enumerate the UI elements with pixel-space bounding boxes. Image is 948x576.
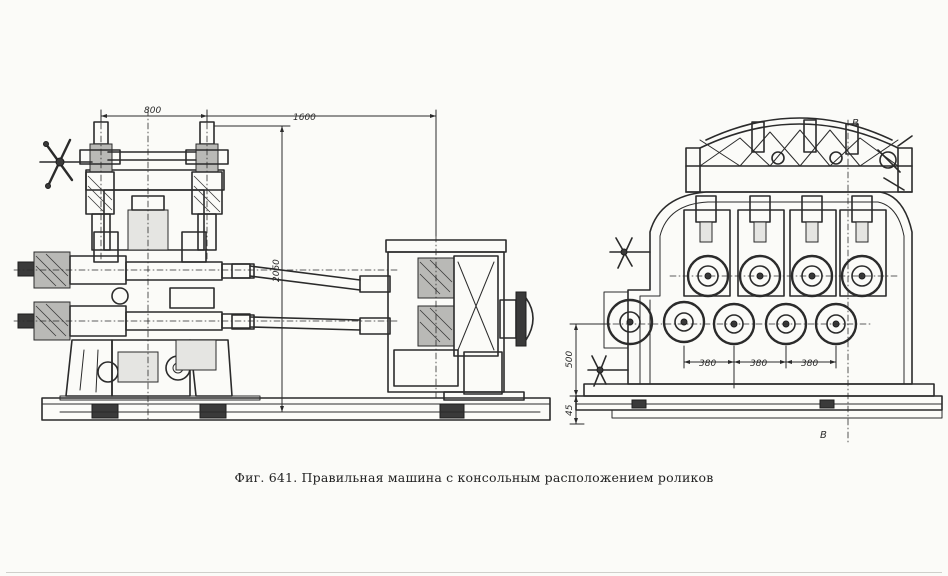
dim-500-lines: [569, 323, 611, 425]
front-view: [569, 117, 943, 445]
dim-380-lines: [683, 345, 837, 389]
dim-1600: 1600: [293, 113, 316, 123]
dim-800: 800: [144, 106, 161, 116]
dim-380-b: 380: [750, 359, 767, 369]
stand-pedestal: [65, 339, 233, 397]
figure-caption: Фиг. 641. Правильная машина с консольным…: [234, 470, 714, 485]
front-base: [575, 383, 943, 419]
lower-roll-shaft: [13, 301, 401, 341]
lower-rolls: [599, 275, 901, 346]
side-view: [13, 109, 551, 421]
dim-1600-line: [206, 109, 437, 237]
dim-380-c: 380: [801, 359, 818, 369]
handwheel: [39, 138, 93, 189]
page-edge: [6, 572, 942, 573]
gearbox: [359, 235, 534, 401]
side-handwheels: [587, 237, 651, 387]
housing: [627, 147, 913, 385]
section-label-bottom: B: [820, 430, 827, 441]
upper-roll-housings: [683, 195, 887, 297]
base-plate: [41, 395, 551, 421]
dim-2050-line: [213, 125, 291, 413]
dim-500: 500: [565, 351, 575, 368]
right-screw-assembly: [185, 109, 229, 263]
left-screw-assembly: [79, 109, 121, 263]
dim-380-a: 380: [699, 359, 716, 369]
spindles: [231, 263, 361, 331]
top-truss: [699, 117, 913, 445]
shaft-bearings: [111, 287, 217, 371]
section-label-top: B: [852, 118, 859, 129]
top-crossbar: [107, 151, 197, 161]
dim-45: 45: [565, 404, 575, 416]
central-column: [85, 109, 225, 421]
dim-2050: 2050: [272, 259, 282, 282]
